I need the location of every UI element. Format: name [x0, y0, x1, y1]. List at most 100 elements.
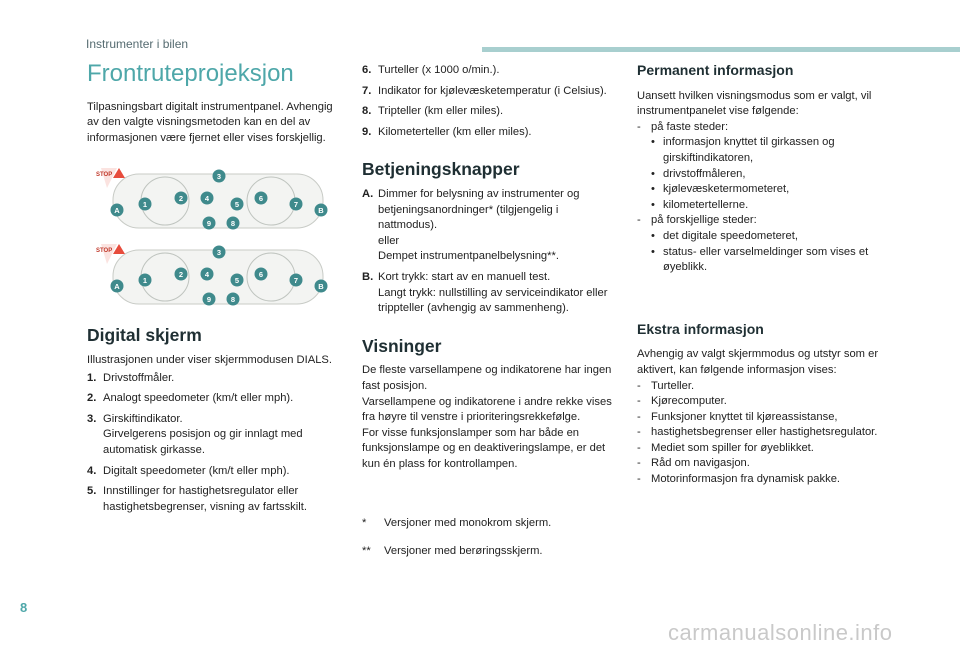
callout-circle	[226, 216, 240, 230]
extra-intro: Avhengig av valgt skjermmodus og utstyr …	[637, 348, 879, 376]
callout-label: 7	[294, 276, 298, 285]
callout-A: A	[110, 203, 124, 217]
item-text: kilometertellerne.	[663, 198, 749, 211]
item-text: Tripteller (km eller miles).	[378, 105, 504, 118]
callout-3: 3	[212, 169, 226, 183]
digital-item: 5.Innstillinger for hastighetsregulator …	[87, 484, 342, 515]
callout-label: 5	[235, 276, 239, 285]
extra-item: -Råd om navigasjon.	[637, 456, 887, 472]
views-text: De fleste varsellampene og indikatorene …	[362, 364, 612, 470]
fixed-label: på faste steder:	[651, 120, 729, 133]
callout-label: 9	[207, 219, 211, 228]
stop-light-beam	[101, 244, 117, 265]
page-title: Frontruteprojeksjon	[87, 60, 294, 87]
variable-item: •status- eller varselmeldinger som vises…	[637, 245, 887, 276]
column-left: Frontruteprojeksjon Tilpasningsbart digi…	[87, 60, 342, 515]
bullet-mark: •	[651, 245, 655, 258]
item-text: Råd om navigasjon.	[651, 457, 750, 470]
callout-label: 6	[259, 270, 263, 279]
variable-label-row: -på forskjellige steder:	[637, 213, 887, 229]
callout-circle	[200, 191, 214, 205]
callout-label: A	[114, 206, 120, 215]
buttons-list: A.Dimmer for belysning av instrumenter o…	[362, 187, 612, 317]
digital-intro: Illustrasjonen under viser skjermmodusen…	[87, 353, 332, 366]
item-number: 6.	[362, 64, 372, 76]
callout-circle	[200, 267, 214, 281]
footnote-symbol: **	[362, 545, 371, 558]
fixed-items-list: •informasjon knyttet til girkassen og gi…	[637, 135, 887, 213]
bullet-mark: -	[637, 426, 641, 439]
footnote-symbol: *	[362, 517, 367, 530]
callout-circle	[314, 203, 328, 217]
stop-light-beam	[101, 168, 117, 189]
callout-label: B	[318, 206, 324, 215]
callout-circle	[289, 197, 303, 211]
footnote: * Versjoner med monokrom skjerm.	[362, 516, 612, 532]
item-text: Kort trykk: start av en manuell test. La…	[378, 270, 608, 315]
callout-1: 1	[138, 197, 152, 211]
stop-label: STOP	[96, 248, 112, 254]
bullet-mark: -	[637, 473, 641, 486]
item-text: Girskiftindikator. Girvelgerens posisjon…	[103, 412, 303, 456]
callout-circle	[254, 191, 268, 205]
fixed-item: •informasjon knyttet til girkassen og gi…	[637, 135, 887, 166]
extra-info-heading: Ekstra informasjon	[637, 320, 764, 337]
gauge-item: 8. Tripteller (km eller miles).	[362, 104, 612, 120]
callout-B: B	[314, 203, 328, 217]
callout-circle	[226, 292, 240, 306]
page-number: 8	[20, 600, 28, 615]
bullet-mark: •	[651, 183, 655, 196]
bullet-mark: -	[637, 441, 641, 454]
callout-circle	[174, 191, 188, 205]
callout-circle	[202, 292, 216, 306]
callout-circle	[212, 169, 226, 183]
button-item: A.Dimmer for belysning av instrumenter o…	[362, 187, 612, 265]
watermark: carmanualsonline.info	[668, 620, 893, 645]
callout-label: 6	[259, 194, 263, 203]
item-text: Digitalt speedometer (km/t eller mph).	[103, 464, 290, 477]
permanent-info-heading: Permanent informasjon	[637, 62, 794, 78]
bullet-mark: -	[637, 395, 641, 408]
callout-circle	[174, 267, 188, 281]
item-text: Analogt speedometer (km/t eller mph).	[103, 392, 294, 405]
callout-7: 7	[289, 197, 303, 211]
section-header-title: Instrumenter i bilen	[86, 37, 189, 51]
callout-circle	[212, 245, 226, 259]
callout-label: 1	[143, 200, 147, 209]
item-text: drivstoffmåleren,	[663, 167, 746, 180]
item-number: B.	[362, 270, 374, 283]
fixed-item: •kjølevæsketermometeret,	[637, 182, 887, 198]
item-number: A.	[362, 187, 374, 200]
callout-A: A	[110, 279, 124, 293]
footnote: **Versjoner med berøringsskjerm.	[362, 544, 612, 560]
bullet-mark: •	[651, 136, 655, 149]
callout-label: A	[114, 282, 120, 291]
callout-circle	[289, 273, 303, 287]
column-middle: 6.Turteller (x 1000 o/min.).7.Indikator …	[362, 63, 612, 560]
item-number: 8.	[362, 105, 372, 118]
callout-label: 4	[205, 194, 210, 203]
item-text: hastighetsbegrenser eller hastighetsregu…	[651, 426, 878, 439]
callout-label: 3	[217, 172, 221, 181]
callout-8: 8	[226, 292, 240, 306]
callout-label: 9	[207, 295, 211, 304]
digital-display-heading: Digital skjerm	[87, 325, 202, 346]
digital-item: 3.Girskiftindikator. Girvelgerens posisj…	[87, 412, 342, 459]
callout-circle	[110, 279, 124, 293]
item-text: Turteller.	[651, 379, 695, 392]
fixed-item: •kilometertellerne.	[637, 198, 887, 214]
item-number: 9.	[362, 125, 372, 138]
item-text: Indikator for kjølevæsketemperatur (i Ce…	[378, 84, 607, 97]
callout-circle	[138, 197, 152, 211]
extra-item: -Funksjoner knyttet til kjøreassistanse,	[637, 410, 887, 426]
variable-item: •det digitale speedometeret,	[637, 229, 887, 245]
button-item: B. Kort trykk: start av en manuell test. …	[362, 270, 612, 317]
intro-text: Tilpasningsbart digitalt instrumentpanel…	[87, 100, 333, 144]
item-text: Kilometerteller (km eller miles).	[378, 125, 532, 138]
callout-5: 5	[230, 197, 244, 211]
footnote-text: Versjoner med monokrom skjerm.	[384, 517, 552, 530]
callout-5: 5	[230, 273, 244, 287]
callout-label: B	[318, 282, 324, 291]
